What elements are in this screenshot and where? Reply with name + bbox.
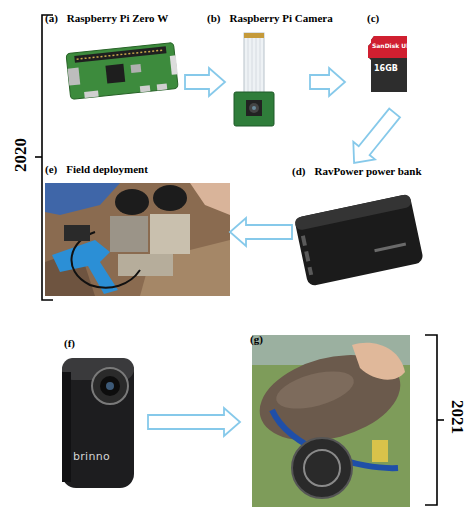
wifi-chip [131,64,142,73]
soc-chip [105,64,125,84]
usb-port [308,267,314,276]
tag [372,440,388,462]
foam-block [150,214,190,254]
usb-port [301,235,307,246]
panel-heading: (a) Raspberry Pi Zero W [45,12,168,25]
bank-body [294,194,424,287]
panel-letter: (f) [64,337,75,350]
panel-title: RavPower power bank [314,165,421,178]
card-capacity: 16GB [374,64,398,73]
ribbon-cable [244,33,264,93]
year-label: 2021 [448,400,466,434]
pcb [66,42,178,99]
panel: (g) [240,333,412,508]
panel-heading: (b) Raspberry Pi Camera [207,12,333,25]
panel-title: Raspberry Pi Camera [229,12,332,25]
flow-arrow [185,68,225,96]
usb-port [304,251,310,262]
bracket-notch [35,156,42,158]
camera-pcb [234,92,274,126]
pi-housing [64,225,90,241]
flow-arrow [230,218,292,246]
panel: (d) RavPower power bank [292,165,430,290]
panel-heading: (d) RavPower power bank [292,165,422,178]
camera-side [62,372,71,482]
lens [249,103,259,113]
blue-clamp [52,240,118,294]
sd-slot [68,68,81,86]
panel: (f) [58,337,148,492]
foam-block [118,254,173,276]
rock-photo [250,335,410,507]
panel-heading: (e) Field deployment [45,163,148,176]
panel: (e) Field deployment [45,163,230,298]
flow-arrow [310,68,345,96]
foam-block [110,216,148,252]
panel: (a) Raspberry Pi Zero W [45,12,185,112]
lens [100,376,120,396]
card-brand: SanDisk Ultra [372,42,418,49]
camera-brand: brinno [73,450,110,463]
pi-camera [234,33,274,126]
housing-lens [304,450,340,486]
panel-title: Field deployment [66,163,148,176]
panel-letter: (d) [292,165,305,178]
blue-jacket [45,183,120,215]
panel-heading: (c) [367,12,379,25]
usb-port [157,83,168,90]
lens-ring [92,368,128,404]
year-bracket [425,335,437,505]
panel: (b)Raspberry Pi Camera [225,12,310,130]
camera-connector [170,55,178,75]
flow-arrow [148,408,240,436]
panel-letter: (b) [207,12,220,25]
brinno-camera [62,358,134,488]
gpio-pins [77,50,165,59]
rock-highlight [272,364,358,416]
pi-zero-board [66,42,179,99]
panel: (c) [345,12,425,107]
year-label: 2020 [12,138,30,172]
hand [190,183,230,215]
panel-heading: (g) [250,333,263,346]
lens-glass [252,106,256,110]
camera-body [62,358,134,488]
panel-letter: (g) [250,333,263,346]
ribbon-contacts [244,33,264,38]
hand [352,343,405,380]
lens-glass [106,382,114,390]
hdmi-port [84,91,99,98]
power-bank [294,194,424,287]
field-photo [45,183,230,296]
camera-tube [153,185,187,211]
panel-letter: (c) [367,12,379,25]
panel-heading: (f) [64,337,75,350]
usb-port [140,85,151,92]
bracket-notch [437,419,444,421]
camera-tube [115,189,149,215]
panel-title: Raspberry Pi Zero W [67,12,168,25]
bank-top [294,194,412,231]
brand-mark [374,243,406,253]
panel-letter: (e) [45,163,57,176]
flow-arrow [353,109,400,163]
ribbon-lines [248,38,260,92]
camera-housing [292,438,352,498]
lens-block [246,100,262,116]
panel-letter: (a) [45,12,58,25]
gpio-header [74,46,166,63]
photo-ground [45,183,230,296]
